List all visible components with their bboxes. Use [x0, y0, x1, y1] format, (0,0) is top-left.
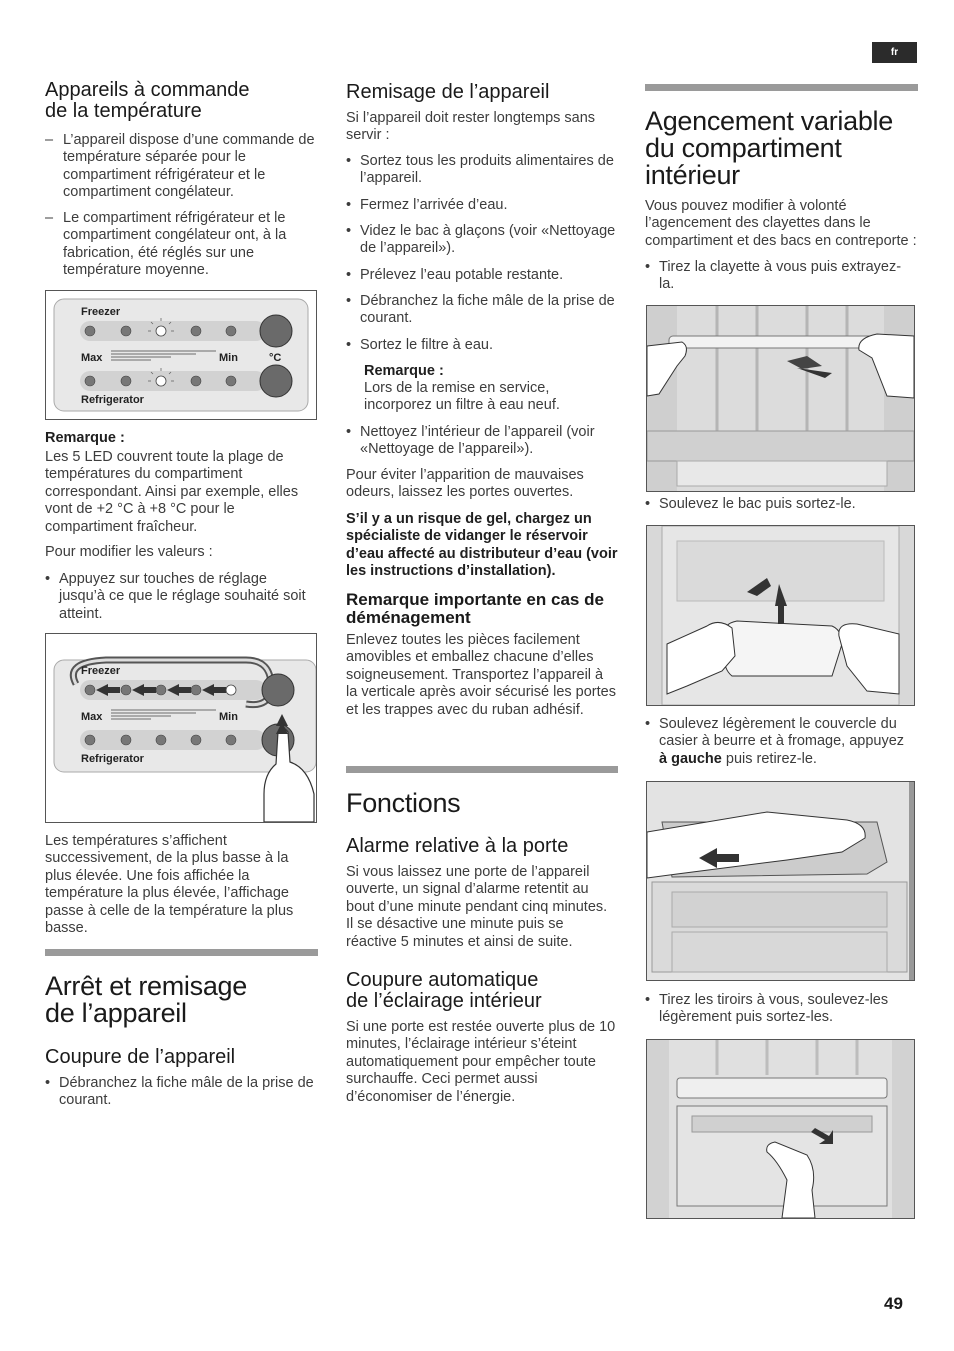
refrigerator-label: Refrigerator — [81, 753, 145, 765]
heading-alarme: Alarme relative à la porte — [346, 835, 569, 857]
temperatures-text: Les températures s’affichent successivem… — [45, 833, 294, 937]
heading-arret: Arrêt et remisage de l’appareil — [45, 973, 247, 1027]
min-label: Min — [219, 711, 238, 723]
list-item: Soulevez le bac puis sortez-le. — [645, 496, 909, 514]
max-label: Max — [81, 711, 103, 723]
freezer-label: Freezer — [81, 665, 121, 677]
section-divider — [645, 84, 918, 91]
heading-coupure: Coupure de l’appareil — [45, 1046, 236, 1068]
odeurs-text: Pour éviter l’apparition de mauvaises od… — [346, 467, 584, 501]
heading-line: intérieur — [645, 160, 740, 190]
heading-agencement: Agencement variable du compartiment inté… — [645, 108, 893, 189]
drawer-removal-illustration — [647, 1040, 914, 1218]
note-text: Lors de la remise en service, incorporez… — [364, 380, 560, 414]
bullet-marker: • — [645, 716, 651, 732]
heading-line: de l’appareil — [45, 998, 187, 1028]
language-tag: fr — [872, 42, 917, 63]
list-item: Débranchez la fiche mâle de la prise de … — [45, 1075, 319, 1110]
note-title: Remarque : — [364, 363, 444, 379]
heading-temperature-controls: Appareils à commande de la température — [45, 80, 250, 122]
heading-line: de la température — [45, 100, 202, 122]
max-label: Max — [81, 352, 103, 364]
alarme-text: Si vous laissez une porte de l’appareil … — [346, 864, 608, 950]
heading-fonctions: Fonctions — [346, 788, 461, 818]
modify-intro: Pour modifier les valeurs : — [45, 544, 213, 560]
list-item: Prélevez l’eau potable restante. — [346, 267, 618, 285]
list-item: Appuyez sur touches de réglage jusqu’à c… — [45, 571, 314, 623]
butter-compartment-item: • Soulevez légèrement le couvercle du ca… — [645, 716, 914, 768]
agencement-intro: Vous pouvez modifier à volonté l’agencem… — [645, 198, 917, 249]
section-divider — [45, 949, 318, 956]
remisage-intro: Si l’appareil doit rester longtemps sans… — [346, 110, 596, 144]
shelf-removal-figure — [646, 305, 915, 492]
unit-label: °C — [269, 352, 281, 364]
page-number: 49 — [884, 1294, 903, 1313]
drawer-removal-figure — [646, 1039, 915, 1219]
list-item: Tirez les tiroirs à vous, soulevez-les l… — [645, 992, 914, 1027]
control-panel-adjust-figure: Freezer Max Min — [45, 633, 317, 823]
list-item: Nettoyez l’intérieur de l’appareil (voir… — [346, 424, 618, 459]
heading-line: Arrêt et remisage — [45, 971, 247, 1001]
list-item: Tirez la clayette à vous puis extrayez-l… — [645, 259, 909, 294]
control-panel-figure: Freezer Max Min °C — [45, 290, 317, 420]
heading-line: de l’éclairage intérieur — [346, 990, 542, 1012]
list-item: Videz le bac à glaçons (voir «Nettoyage … — [346, 223, 618, 258]
dash-item: L’appareil dispose d’une commande de tem… — [45, 132, 320, 202]
list-item: Sortez le filtre à eau. — [346, 337, 618, 355]
heading-remisage: Remisage de l’appareil — [346, 81, 550, 103]
bullet-text: puis retirez-le. — [721, 750, 817, 767]
bullet-text: Soulevez légèrement le couvercle du casi… — [659, 716, 905, 750]
note-text: Les 5 LED couvrent toute la plage de tem… — [45, 449, 299, 535]
note-title: Remarque : — [45, 430, 125, 446]
section-divider — [346, 766, 618, 773]
heading-line: Coupure automatique — [346, 969, 539, 991]
list-item: Débranchez la fiche mâle de la prise de … — [346, 293, 618, 328]
heading-line: du compartiment — [645, 133, 842, 163]
heading-demenagement: Remarque importante en cas de déménageme… — [346, 590, 604, 627]
demenagement-text: Enlevez toutes les pièces facilement amo… — [346, 632, 616, 718]
shelf-removal-illustration — [647, 306, 914, 491]
freezer-label: Freezer — [81, 306, 121, 318]
min-label: Min — [219, 352, 238, 364]
heading-line: Appareils à commande — [45, 79, 250, 101]
bullet-emphasis: à gauche — [659, 750, 722, 767]
gel-warning: S’il y a un risque de gel, chargez un sp… — [346, 511, 618, 580]
control-panel-illustration: Freezer Max Min °C — [53, 298, 309, 412]
list-item: Sortez tous les produits alimentaires de… — [346, 153, 618, 188]
heading-eclairage: Coupure automatique de l’éclairage intér… — [346, 970, 542, 1012]
heading-line: Agencement variable — [645, 106, 893, 136]
butter-compartment-illustration — [647, 782, 914, 980]
list-item: Fermez l’arrivée d’eau. — [346, 197, 618, 215]
dash-item: Le compartiment réfrigérateur et le comp… — [45, 210, 320, 280]
refrigerator-label: Refrigerator — [81, 394, 145, 406]
door-bin-illustration — [647, 526, 914, 705]
eclairage-text: Si une porte est restée ouverte plus de … — [346, 1019, 616, 1105]
butter-compartment-figure — [646, 781, 915, 981]
control-panel-adjust-illustration: Freezer Max Min — [53, 656, 316, 822]
door-bin-figure — [646, 525, 915, 706]
